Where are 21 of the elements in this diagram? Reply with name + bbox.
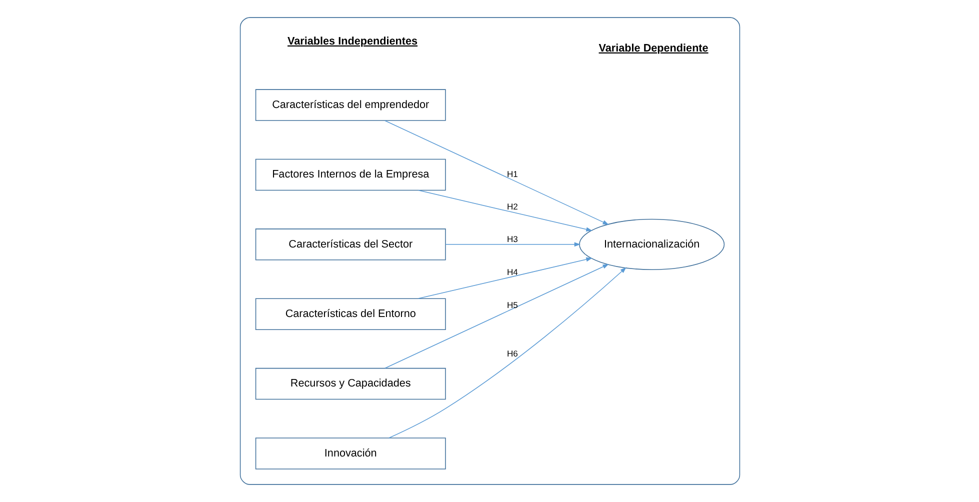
arrow	[417, 257, 592, 299]
node-box: Innovación	[254, 438, 446, 470]
node-box: Recursos y Capacidades	[254, 368, 446, 400]
node-box: Características del Entorno	[254, 298, 446, 330]
edge-label: H6	[506, 348, 518, 359]
node-box: Factores Internos de la Empresa	[254, 158, 446, 191]
edge-label: H4	[506, 267, 518, 278]
arrow	[417, 190, 592, 232]
edge-label: H2	[506, 201, 518, 212]
label: Variable Dependiente	[598, 42, 708, 54]
node-box: Características del Sector	[254, 228, 446, 260]
cluster	[239, 17, 740, 485]
arrow	[388, 267, 626, 438]
edge-label: H5	[506, 300, 518, 310]
arrow	[384, 120, 608, 225]
edge-label: H1	[506, 168, 518, 179]
label: Variables Independientes	[287, 35, 418, 48]
node-box: Características del emprendedor	[254, 89, 446, 121]
edge-label: H3	[506, 234, 518, 244]
arrow	[384, 264, 608, 369]
arrow	[444, 242, 580, 247]
